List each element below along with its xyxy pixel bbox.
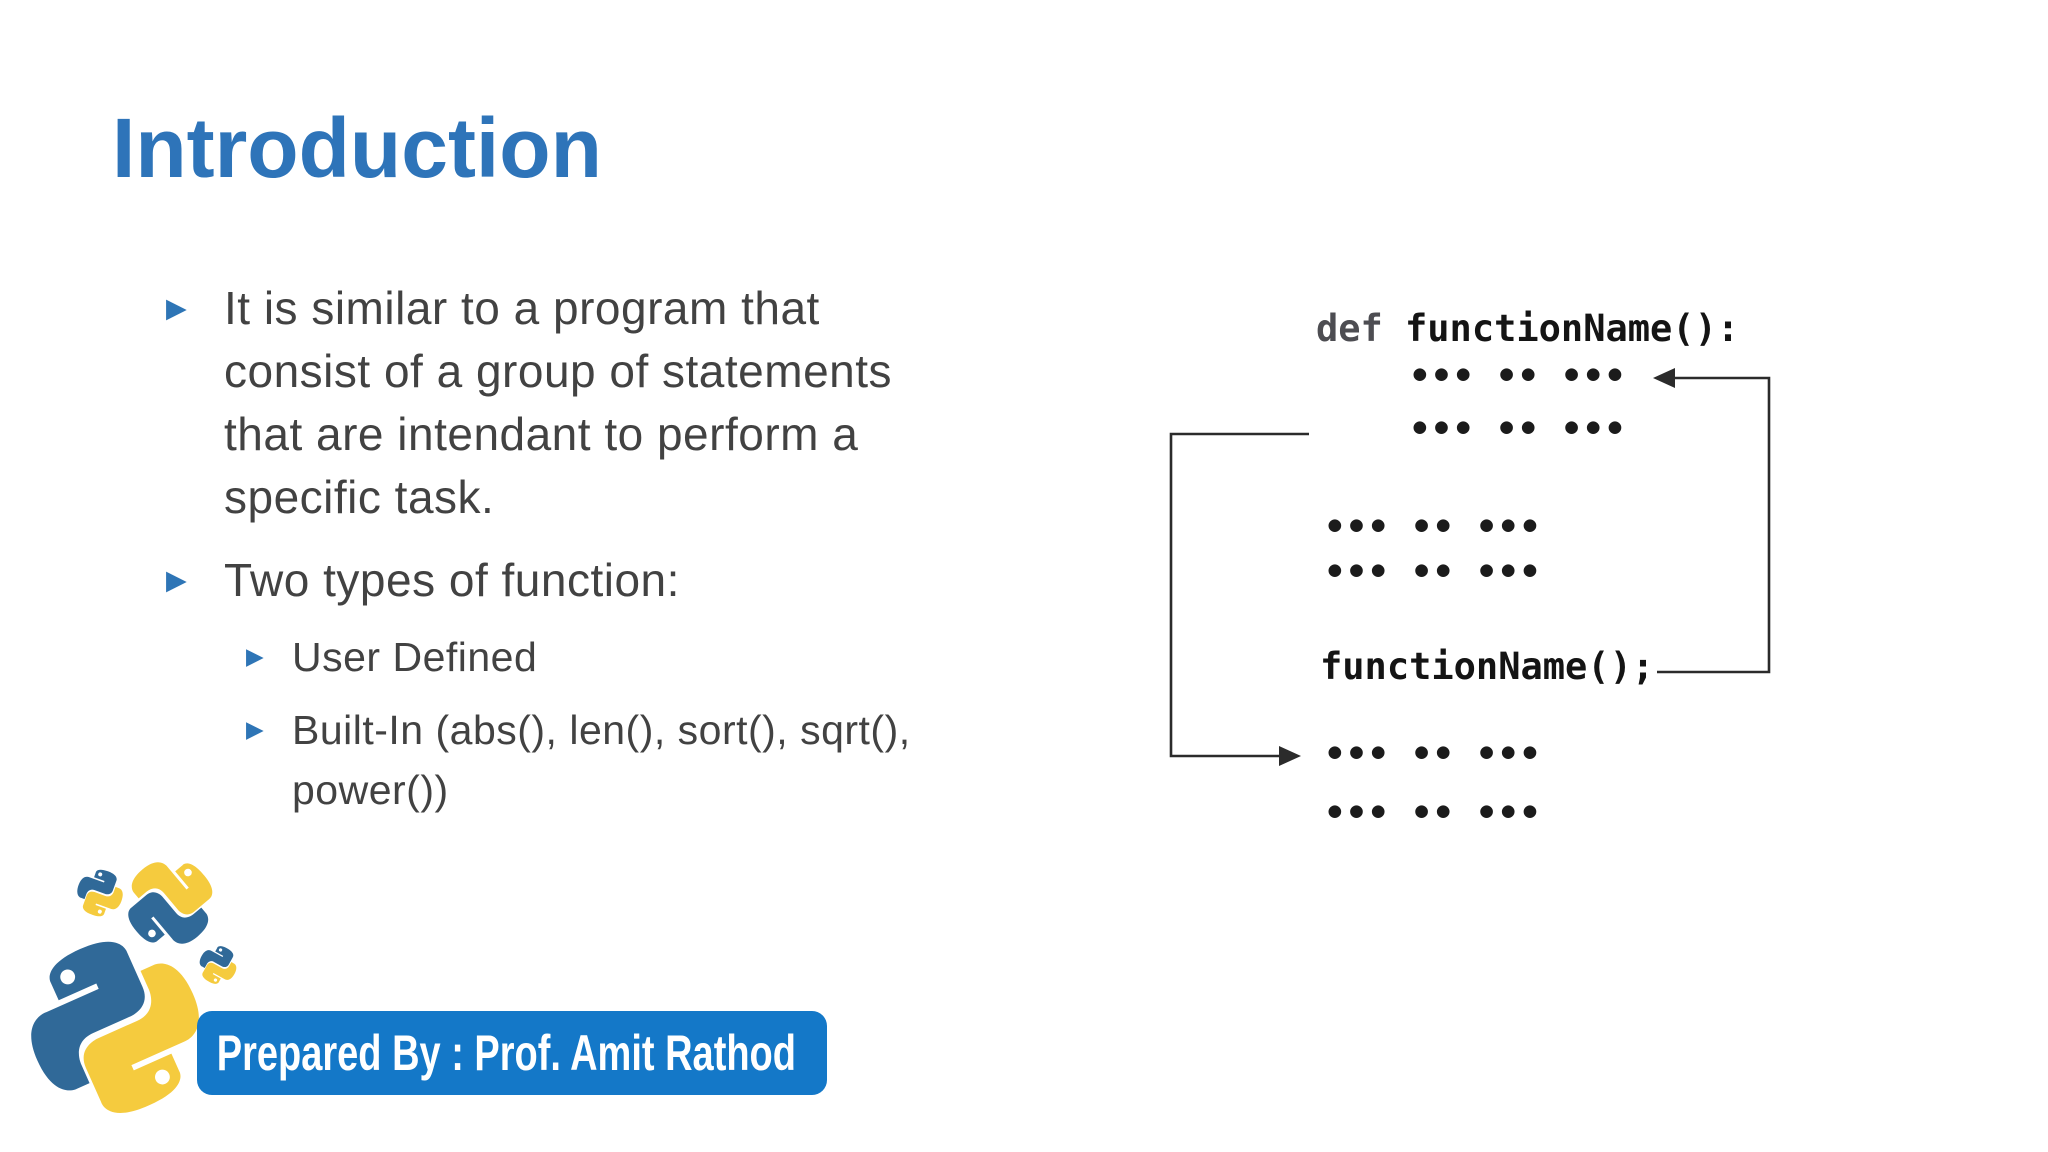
code-def-keyword: def <box>1316 307 1383 350</box>
page-title: Introduction <box>112 101 602 195</box>
bullet-text: Two types of function: <box>224 554 680 606</box>
python-logo-icon <box>108 841 232 965</box>
code-dots-row: ••• •• ••• <box>1324 793 1541 834</box>
arrow-left-icon <box>1653 368 1675 388</box>
bullet-item: ▶ It is similar to a program that consis… <box>166 277 1146 529</box>
bullet-triangle-icon: ▶ <box>166 565 187 596</box>
sub-bullet-item: ▶ User Defined <box>246 627 1226 687</box>
function-call-diagram: def functionName(): ••• •• ••• ••• •• ••… <box>1169 307 1771 834</box>
footer-badge-text: Prepared By : Prof. Amit Rathod <box>216 1025 796 1081</box>
arrow-right-icon <box>1279 746 1301 766</box>
bullet-triangle-icon: ▶ <box>246 717 264 743</box>
call-flow-line <box>1169 432 1309 758</box>
bullet-text: It is similar to a program that consist … <box>224 282 893 523</box>
code-dots-row: ••• •• ••• <box>1324 734 1541 775</box>
bullet-item: ▶ Two types of function: <box>166 549 1146 612</box>
code-dots-row: ••• •• ••• <box>1409 409 1626 450</box>
footer-badge: Prepared By : Prof. Amit Rathod <box>197 1011 827 1095</box>
code-dots-row: ••• •• ••• <box>1324 552 1541 593</box>
sub-bullet-text: User Defined <box>292 634 538 680</box>
bullet-triangle-icon: ▶ <box>166 293 187 324</box>
code-dots-row: ••• •• ••• <box>1409 356 1626 397</box>
python-logo-icon <box>70 863 130 923</box>
sub-bullet-text: Built-In (abs(), len(), sort(), sqrt(), … <box>292 707 911 813</box>
code-dots-row: ••• •• ••• <box>1324 507 1541 548</box>
bullet-triangle-icon: ▶ <box>246 644 264 670</box>
python-logo-icon <box>3 914 228 1140</box>
return-flow-line <box>1657 376 1771 674</box>
code-call-statement: functionName(); <box>1320 645 1654 688</box>
code-def-signature: functionName(): <box>1405 307 1739 350</box>
python-logo-cluster <box>3 841 244 1140</box>
sub-bullet-item: ▶ Built-In (abs(), len(), sort(), sqrt()… <box>246 700 1226 820</box>
python-logo-icon <box>192 939 244 991</box>
